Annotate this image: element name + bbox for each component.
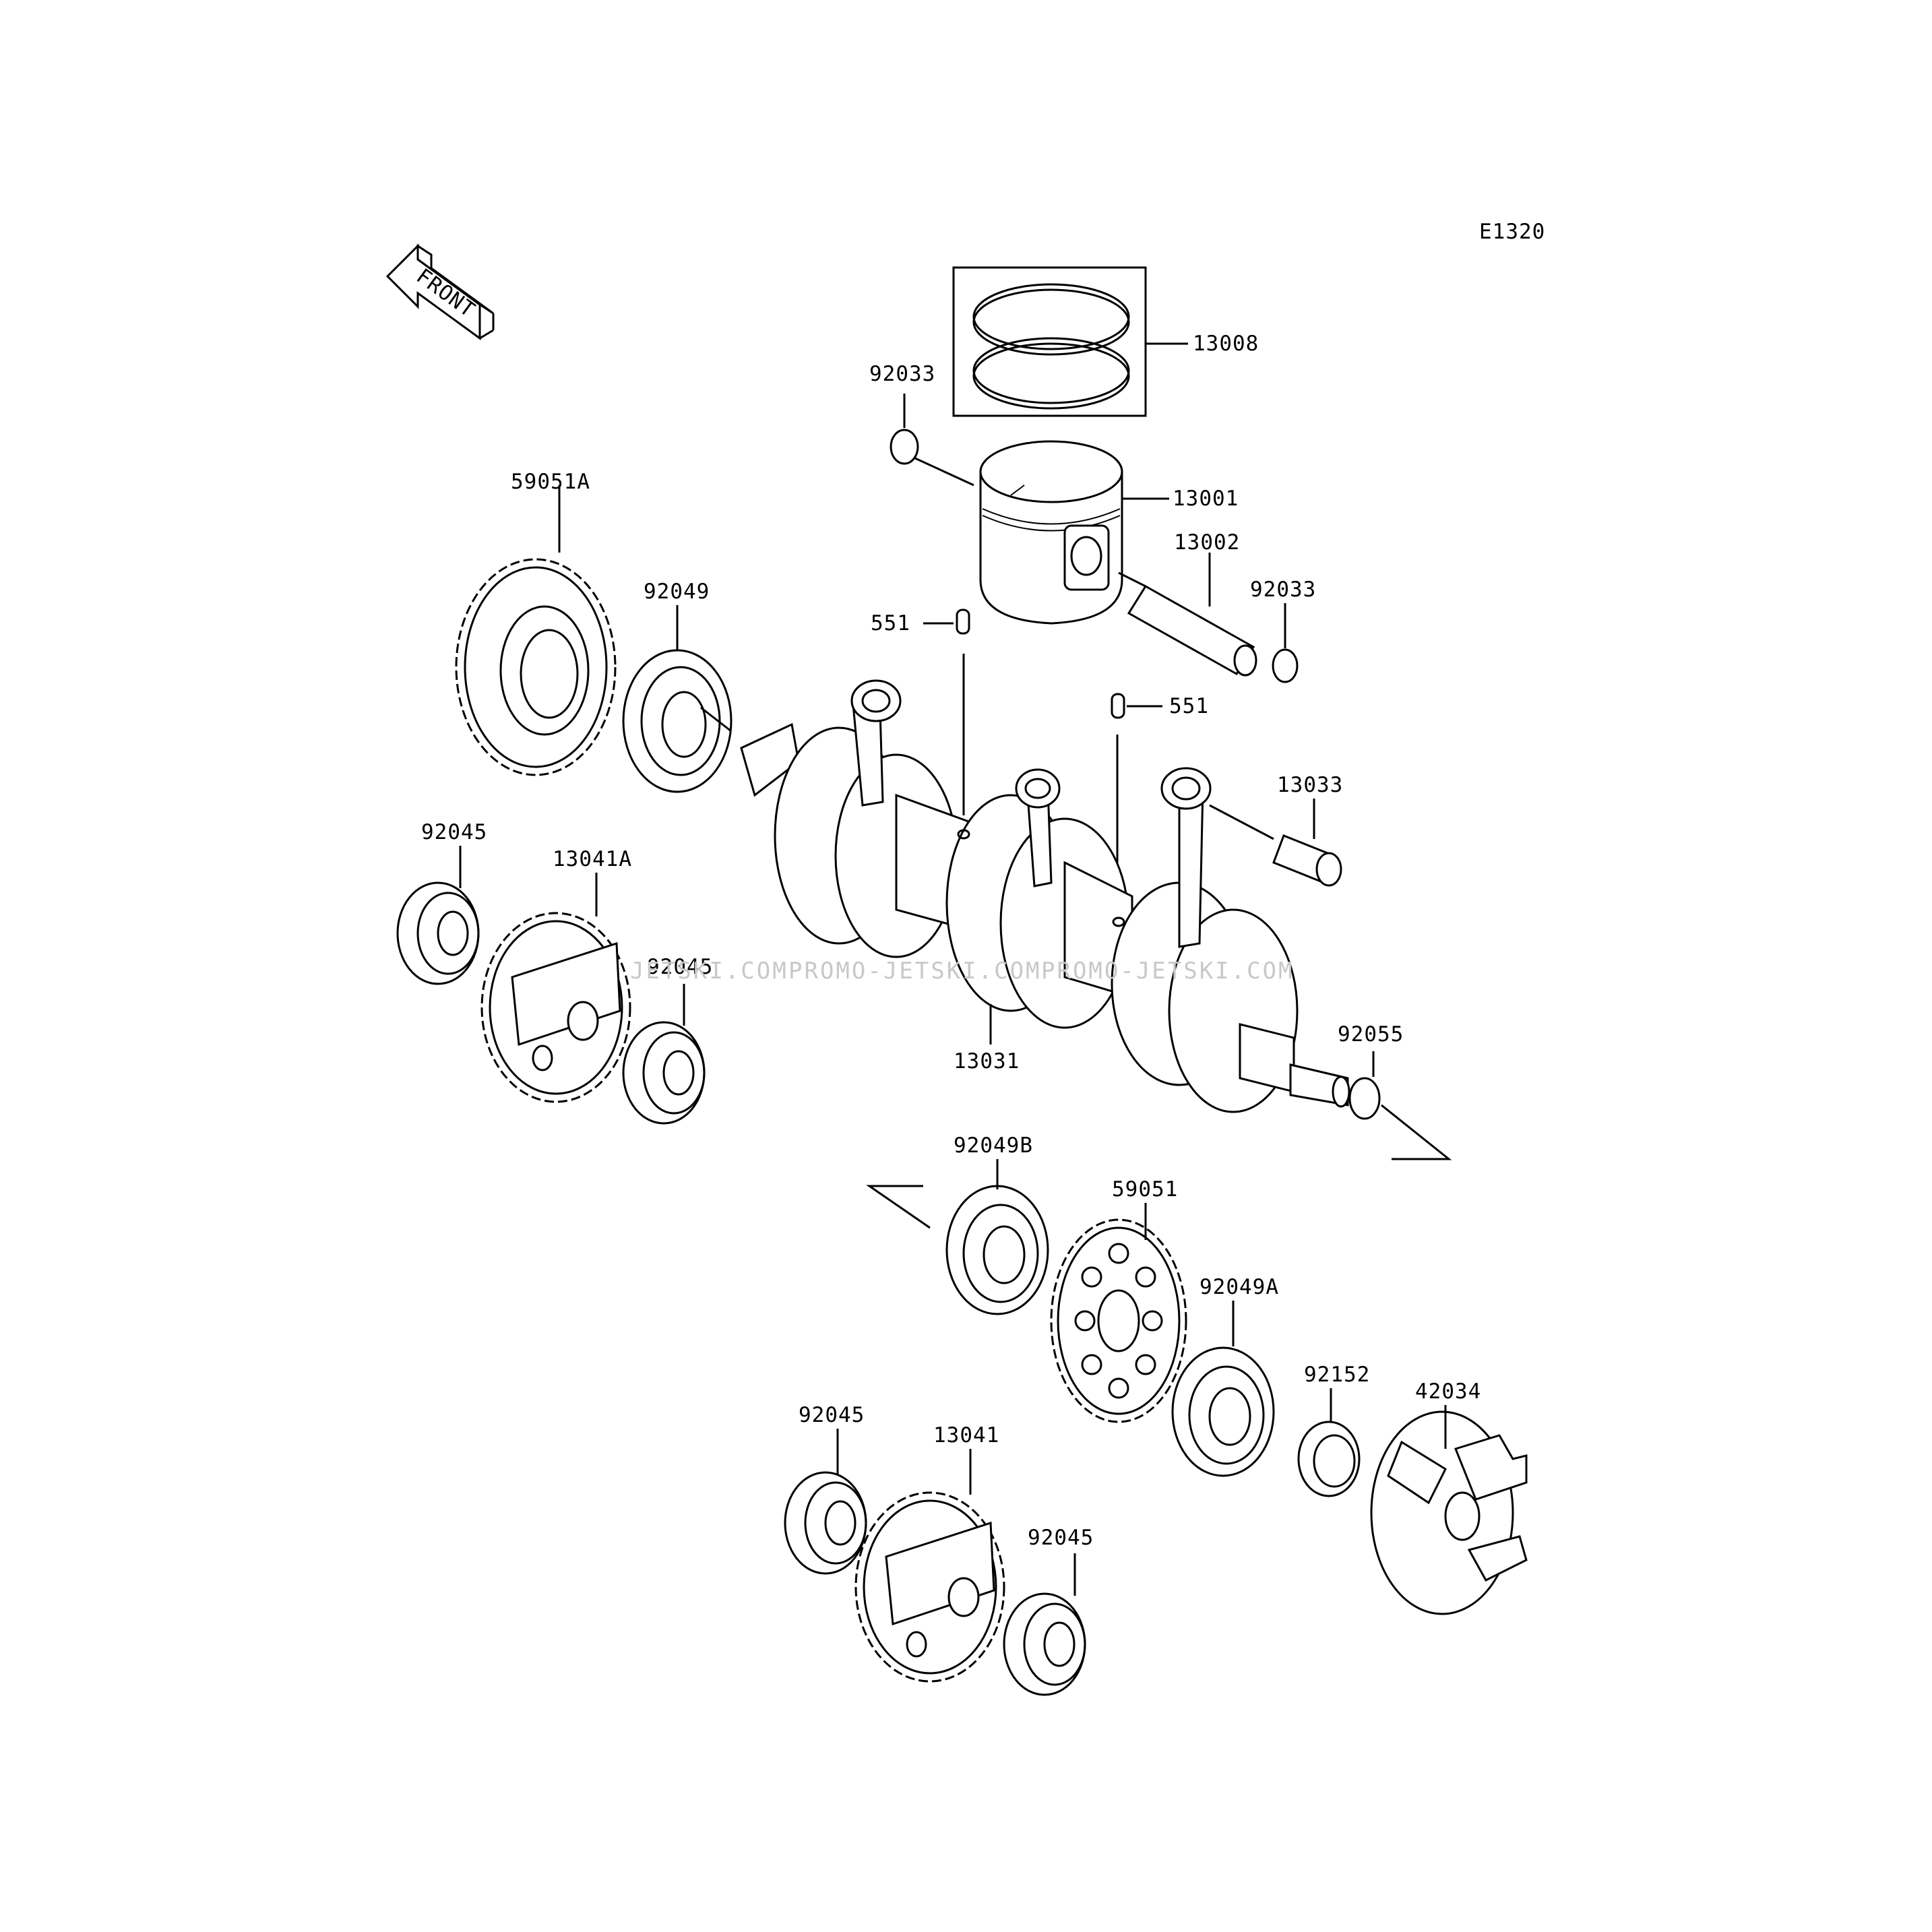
gear-59051 — [1050, 1203, 1187, 1423]
label-13008: 13008 — [1193, 332, 1259, 356]
label-92045-b: 92045 — [647, 955, 713, 979]
label-92049B: 92049B — [954, 1133, 1033, 1158]
balancer-gear-13041 — [854, 1449, 1005, 1683]
label-13041A: 13041A — [553, 847, 632, 871]
watermark-1: JETSKI.COM — [630, 958, 788, 985]
balancer-gear-13041A — [480, 873, 631, 1103]
piston-pin-clip-left — [890, 394, 974, 487]
piston-pin-clip-right — [1272, 603, 1299, 683]
dowel-pin-left — [923, 609, 970, 815]
crankshaft — [740, 679, 1350, 1113]
label-92045-a: 92045 — [421, 820, 487, 844]
label-59051: 59051 — [1112, 1177, 1178, 1202]
oil-seal-92049A — [1171, 1301, 1275, 1477]
label-13041: 13041 — [933, 1423, 999, 1447]
label-92033-top: 92033 — [869, 362, 935, 386]
label-92049: 92049 — [644, 580, 710, 604]
front-arrow-icon: FRONT — [385, 243, 495, 340]
label-92045-d: 92045 — [1028, 1526, 1094, 1550]
label-551-left: 551 — [871, 611, 910, 635]
coupling — [1370, 1405, 1528, 1615]
label-92055: 92055 — [1338, 1022, 1404, 1047]
label-92033-right: 92033 — [1250, 578, 1316, 602]
needle-bearing — [1209, 799, 1342, 887]
collar — [1297, 1388, 1361, 1497]
label-92049A: 92049A — [1199, 1275, 1279, 1299]
ball-bearing-bottom-left — [784, 1429, 867, 1575]
label-13002: 13002 — [1174, 530, 1240, 555]
watermark-2: PROMO-JETSKI.COM — [788, 958, 1042, 985]
label-92045-c: 92045 — [799, 1403, 865, 1427]
oil-seal-92049 — [622, 605, 733, 793]
piston-pin — [1118, 553, 1257, 677]
label-59051A: 59051A — [511, 470, 590, 494]
piston — [979, 440, 1169, 625]
label-13001: 13001 — [1173, 487, 1239, 511]
piston-ring-set — [952, 266, 1188, 417]
label-92152: 92152 — [1304, 1363, 1370, 1387]
watermark-3: PROMO-JETSKI.COM — [1041, 958, 1295, 985]
ball-bearing-left — [396, 846, 480, 985]
diagram-code: E1320 — [1479, 220, 1545, 244]
label-551-right: 551 — [1169, 694, 1209, 718]
o-ring — [1348, 1051, 1452, 1160]
ball-bearing-middle — [622, 984, 706, 1125]
ball-bearing-bottom-right — [1003, 1553, 1086, 1696]
gear-59051A — [455, 485, 617, 776]
label-13033: 13033 — [1277, 773, 1343, 797]
oil-seal-92049B — [866, 1159, 1049, 1315]
label-42034: 42034 — [1415, 1379, 1481, 1404]
label-13031: 13031 — [954, 1049, 1020, 1073]
